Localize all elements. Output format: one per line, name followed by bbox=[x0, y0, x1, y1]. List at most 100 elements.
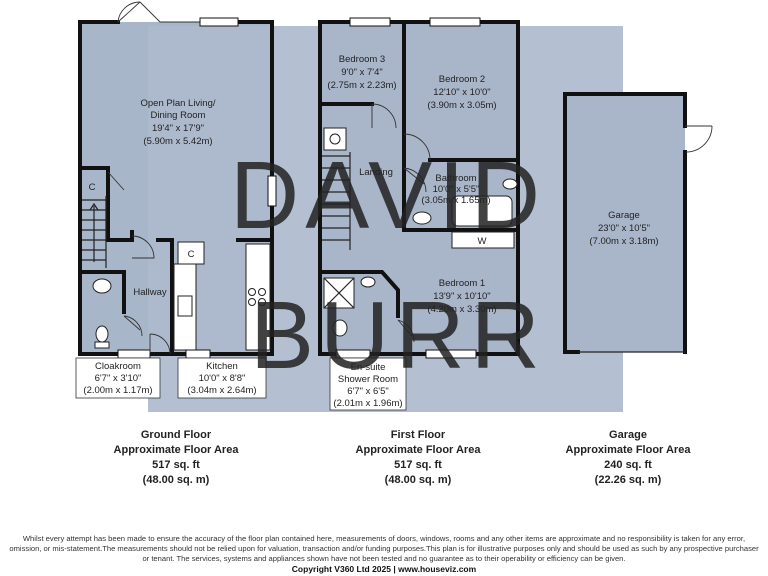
garage-wall bbox=[563, 92, 687, 354]
bedroom2-name: Bedroom 2 bbox=[439, 74, 485, 85]
bedroom1-name: Bedroom 1 bbox=[439, 278, 485, 289]
floor-summary-first: First Floor Approximate Floor Area 517 s… bbox=[356, 429, 482, 486]
bathroom-metric: (3.05m x 1.65m) bbox=[421, 195, 490, 206]
cloakroom-door bbox=[123, 315, 143, 337]
bedroom2-imperial: 12'10" x 10'0" bbox=[433, 87, 490, 98]
living-room-name-1: Open Plan Living/ bbox=[141, 98, 216, 109]
first-floor-area-label: Approximate Floor Area bbox=[356, 444, 482, 456]
floor-summary-garage: Garage Approximate Floor Area 240 sq. ft… bbox=[566, 429, 692, 486]
ground-floor-area-label: Approximate Floor Area bbox=[114, 444, 240, 456]
ensuite-toilet bbox=[332, 319, 348, 337]
bathroom-imperial: 10'0" x 5'5" bbox=[433, 184, 480, 195]
bath-tub bbox=[451, 195, 513, 227]
cupboard-label-c2: C bbox=[188, 249, 195, 260]
bathroom-toilet bbox=[502, 178, 518, 190]
bedroom3-metric: (2.75m x 2.23m) bbox=[327, 80, 396, 91]
bedroom1-window bbox=[425, 349, 477, 359]
garage-side-door bbox=[685, 125, 713, 153]
ensuite-imperial: 6'7" x 6'5" bbox=[347, 386, 389, 397]
bathroom-wall bbox=[402, 160, 520, 232]
kitchen-sink bbox=[177, 295, 193, 317]
first-floor-sqm: (48.00 sq. m) bbox=[385, 474, 452, 486]
cupboard-label-c1: C bbox=[89, 182, 96, 193]
garage-metric: (7.00m x 3.18m) bbox=[589, 236, 658, 247]
hallway-name: Hallway bbox=[133, 287, 167, 298]
first-floor-outer-wall bbox=[318, 20, 520, 356]
ground-floor: Open Plan Living/ Dining Room 19'4" x 17… bbox=[75, 1, 277, 399]
bedroom2-window bbox=[429, 17, 481, 27]
ensuite-label-box bbox=[329, 357, 407, 411]
bedroom2-door bbox=[403, 133, 431, 161]
garage: Garage 23'0" x 10'5" (7.00m x 3.18m) bbox=[563, 92, 713, 354]
front-door bbox=[149, 333, 171, 355]
garage-fill bbox=[565, 94, 685, 352]
ensuite-metric: (2.01m x 1.96m) bbox=[333, 398, 402, 409]
bedroom2-metric: (3.90m x 3.05m) bbox=[427, 100, 496, 111]
bathroom-name: Bathroom bbox=[435, 173, 476, 184]
hallway-door bbox=[131, 235, 155, 259]
ground-stairs bbox=[82, 196, 107, 268]
ground-floor-sqft: 517 sq. ft bbox=[152, 459, 200, 471]
cloakroom-window bbox=[117, 349, 151, 359]
first-floor: Bedroom 3 9'0" x 7'4" (2.75m x 2.23m) Be… bbox=[318, 17, 520, 411]
first-floor-sqft: 517 sq. ft bbox=[394, 459, 442, 471]
patio-door-arc bbox=[117, 1, 141, 23]
first-floor-title: First Floor bbox=[391, 429, 446, 441]
garage-sqm: (22.26 sq. m) bbox=[595, 474, 662, 486]
living-room-name-2: Dining Room bbox=[151, 110, 206, 121]
bedroom3-name: Bedroom 3 bbox=[339, 54, 385, 65]
cloakroom-basin bbox=[92, 278, 112, 294]
ensuite-name-2: Shower Room bbox=[338, 374, 398, 385]
cupboard-c-wall bbox=[78, 166, 134, 242]
airing-tank bbox=[329, 133, 341, 145]
watermark-line-1: DAVID bbox=[230, 142, 546, 249]
cloakroom-metric: (2.00m x 1.17m) bbox=[83, 385, 152, 396]
cloakroom-name: Cloakroom bbox=[95, 361, 141, 372]
ground-floor-title: Ground Floor bbox=[141, 429, 212, 441]
cloakroom-label-box bbox=[75, 357, 161, 399]
kitchen-metric: (3.04m x 2.64m) bbox=[187, 385, 256, 396]
ensuite-basin bbox=[360, 276, 376, 288]
living-room-metric: (5.90m x 5.42m) bbox=[143, 136, 212, 147]
bathroom-basin bbox=[412, 211, 432, 225]
ground-floor-outer-wall bbox=[78, 20, 120, 356]
disclaimer-text: Whilst every attempt has been made to en… bbox=[9, 534, 759, 563]
floor-fills bbox=[80, 22, 685, 412]
cloakroom-wall bbox=[78, 270, 126, 314]
ensuite-name-1: En-suite bbox=[351, 362, 386, 373]
kitchen-counter-right bbox=[245, 243, 271, 351]
watermark: DAVID BURR bbox=[230, 142, 546, 389]
kitchen-hob bbox=[248, 288, 266, 306]
watermark-line-2: BURR bbox=[250, 282, 546, 389]
bathroom-door bbox=[403, 167, 427, 193]
wardrobe-label: W bbox=[478, 236, 487, 247]
floor-summary-ground: Ground Floor Approximate Floor Area 517 … bbox=[114, 429, 240, 486]
garage-sqft: 240 sq. ft bbox=[604, 459, 652, 471]
cloakroom-imperial: 6'7" x 3'10" bbox=[95, 373, 142, 384]
living-window-top bbox=[199, 17, 239, 27]
wardrobe bbox=[451, 231, 515, 249]
cloakroom-cistern bbox=[94, 341, 110, 349]
copyright-text: Copyright V360 Ltd 2025 | www.houseviz.c… bbox=[291, 564, 477, 574]
living-room-imperial: 19'4" x 17'9" bbox=[152, 123, 204, 134]
ensuite-wall bbox=[318, 270, 400, 318]
cloakroom-toilet bbox=[95, 325, 109, 343]
garage-name: Garage bbox=[608, 210, 640, 221]
first-stairs bbox=[322, 152, 351, 250]
bedroom1-imperial: 13'9" x 10'10" bbox=[433, 291, 490, 302]
cupboard-door-1 bbox=[107, 171, 125, 191]
shower-diag-2 bbox=[323, 277, 355, 309]
bedroom3-door bbox=[371, 103, 397, 129]
patio-door-swing bbox=[117, 1, 200, 23]
kitchen-imperial: 10'0" x 8'8" bbox=[199, 373, 246, 384]
ensuite-door bbox=[397, 319, 415, 343]
bedroom1-metric: (4.20m x 3.30m) bbox=[427, 304, 496, 315]
ground-window-right bbox=[267, 175, 277, 207]
landing-name: Landing bbox=[359, 167, 393, 178]
garage-imperial: 23'0" x 10'5" bbox=[598, 223, 650, 234]
bedroom3-window bbox=[349, 17, 391, 27]
kitchen-name: Kitchen bbox=[206, 361, 238, 372]
kitchen-window bbox=[185, 349, 211, 359]
ground-floor-sqm: (48.00 sq. m) bbox=[143, 474, 210, 486]
